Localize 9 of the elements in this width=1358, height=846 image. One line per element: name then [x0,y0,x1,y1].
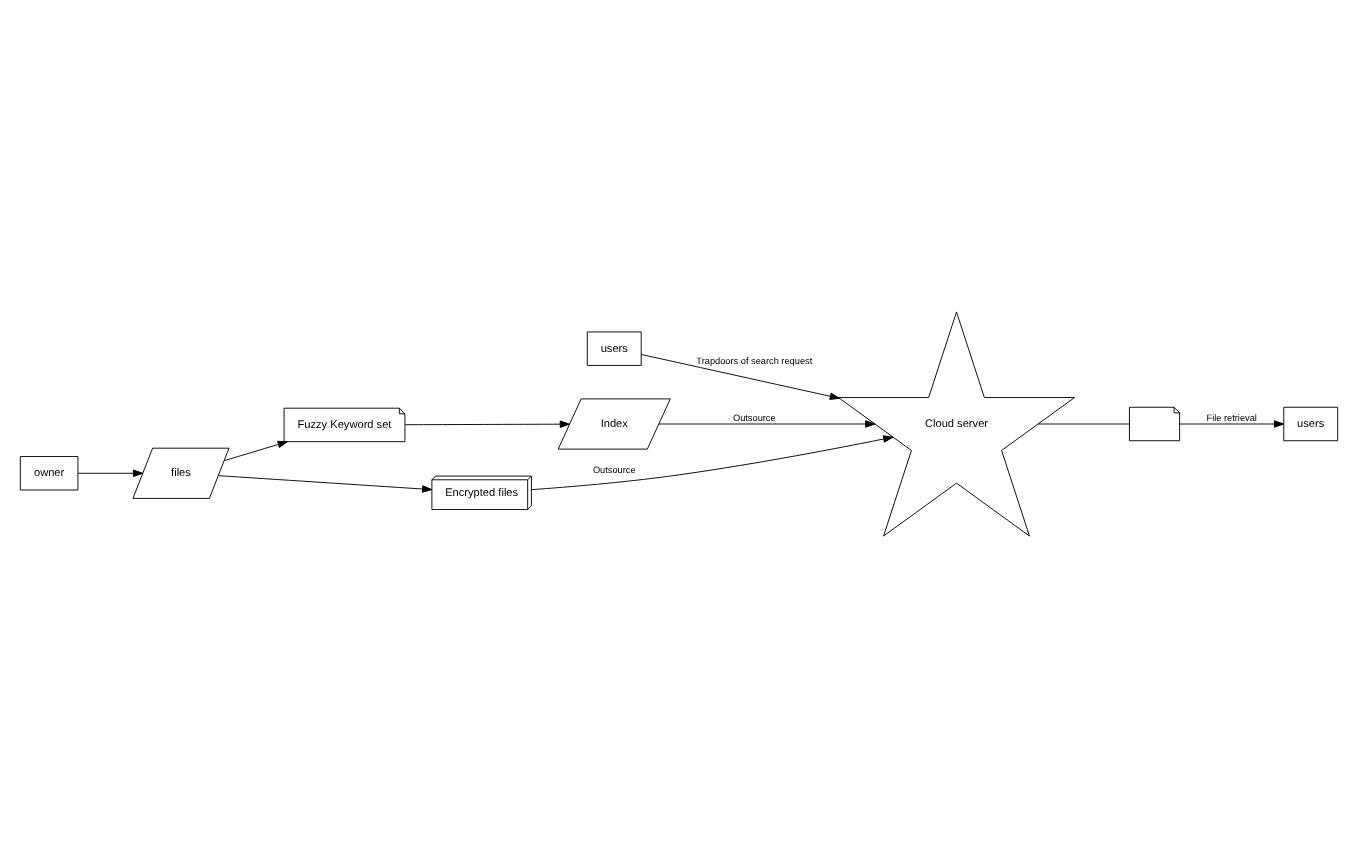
arrow [658,419,876,427]
arrow [218,474,433,492]
arrow [1179,419,1285,427]
arrow [531,434,894,490]
arrow [640,353,840,399]
arrow [77,468,144,476]
connector [1037,422,1130,424]
arrow [404,419,570,427]
arrow [223,439,288,461]
